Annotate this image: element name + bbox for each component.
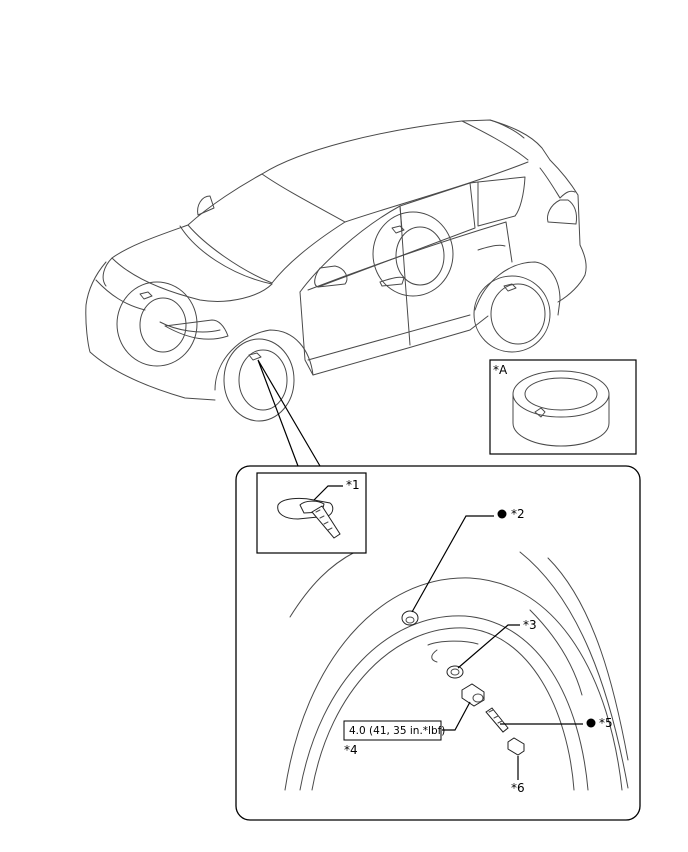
callout-2: *2 bbox=[511, 507, 525, 521]
sensor-marker-front-right bbox=[248, 352, 262, 361]
tire-pressure-sensor-inset: *1 bbox=[256, 472, 367, 554]
valve-core-part bbox=[485, 707, 509, 733]
nut-part bbox=[461, 683, 485, 707]
valve-cap-part bbox=[507, 737, 525, 756]
zoom-connector-lines bbox=[257, 359, 321, 467]
callout-6: *6 bbox=[511, 781, 525, 795]
detail-panel: *1 *2 *3 4.0 (41, 35 in.*lbf) *4 *5 *6 bbox=[235, 465, 641, 821]
torque-spec-box bbox=[343, 720, 442, 741]
valve-stem-icon bbox=[311, 505, 341, 539]
sensor-marker-rear-right bbox=[503, 283, 517, 292]
washer-part bbox=[446, 665, 464, 679]
sensor-marker-spare bbox=[391, 225, 405, 234]
spare-sensor-marker bbox=[534, 407, 546, 418]
spare-tire-inset: *A bbox=[489, 359, 637, 455]
callout-5: *5 bbox=[599, 716, 613, 730]
non-reusable-marker-5 bbox=[586, 718, 596, 728]
callout-a: *A bbox=[493, 363, 508, 377]
callout-3: *3 bbox=[523, 618, 537, 632]
callout-4: *4 bbox=[344, 743, 358, 757]
callout-1: *1 bbox=[346, 478, 360, 492]
vehicle-illustration bbox=[85, 119, 587, 422]
sensor-marker-front-left bbox=[139, 291, 153, 300]
torque-spec-text: 4.0 (41, 35 in.*lbf) bbox=[349, 725, 445, 737]
non-reusable-marker-2 bbox=[497, 509, 507, 519]
